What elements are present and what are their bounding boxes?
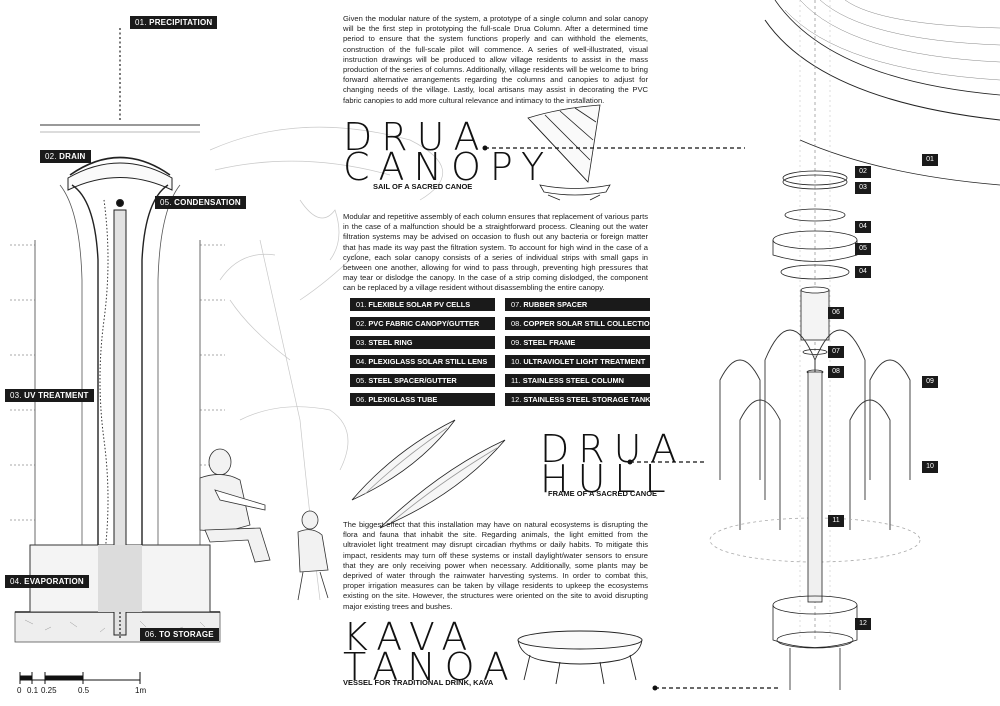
- scale-tick: 0.5: [78, 686, 90, 695]
- part-tag: 11: [828, 515, 844, 527]
- legend-item: 09. STEEL FRAME: [505, 336, 650, 349]
- intro-paragraph: Given the modular nature of the system, …: [343, 14, 648, 105]
- leader-lines: [485, 147, 780, 689]
- legend-item: 03. STEEL RING: [350, 336, 495, 349]
- part-tag: 07: [828, 346, 844, 358]
- scale-tick: 0: [17, 686, 22, 695]
- scale-tick: 1m: [135, 686, 147, 695]
- ecosystem-paragraph: The biggest effect that this installatio…: [343, 520, 648, 611]
- canopy-subtitle: SAIL OF A SACRED CANOE: [373, 182, 473, 191]
- legend-item: 04. PLEXIGLASS SOLAR STILL LENS: [350, 355, 495, 368]
- part-tag: 05: [855, 243, 871, 255]
- hull-title-line1: DRUA: [540, 427, 686, 471]
- legend-item: 10. ULTRAVIOLET LIGHT TREATMENT: [505, 355, 650, 368]
- legend-item: 02. PVC FABRIC CANOPY/GUTTER: [350, 317, 495, 330]
- label-to-storage: 06. TO STORAGE: [140, 628, 219, 641]
- maintenance-paragraph: Modular and repetitive assembly of each …: [343, 212, 648, 293]
- part-tag: 12: [855, 618, 871, 630]
- scale-bar-graphic: [19, 672, 141, 684]
- column-section: [10, 28, 225, 643]
- part-tag: 09: [922, 376, 938, 388]
- scale-tick: 0.1: [27, 686, 39, 695]
- hull-sketch: [351, 419, 506, 529]
- part-tag: 04: [855, 266, 871, 278]
- part-tag: 08: [828, 366, 844, 378]
- label-drain: 02. DRAIN: [40, 150, 91, 163]
- scale-tick: 0.25: [41, 686, 57, 695]
- people-outline: [199, 448, 329, 601]
- part-tag: 02: [855, 166, 871, 178]
- kava-bowl-sketch: [517, 630, 643, 685]
- hull-subtitle: FRAME OF A SACRED CANOE: [548, 489, 658, 498]
- kava-title-line1: KAVA: [343, 615, 477, 659]
- label-condensation: 05. CONDENSATION: [155, 196, 246, 209]
- kava-title-line2: TANOA: [343, 645, 518, 689]
- part-tag: 01: [922, 154, 938, 166]
- legend-item: 06. PLEXIGLASS TUBE: [350, 393, 495, 406]
- kava-subtitle: VESSEL FOR TRADITIONAL DRINK, KAVA: [343, 678, 494, 687]
- exploded-assembly: [709, 0, 1000, 690]
- label-evaporation: 04. EVAPORATION: [5, 575, 89, 588]
- legend-item: 12. STAINLESS STEEL STORAGE TANK: [505, 393, 651, 406]
- legend-item: 07. RUBBER SPACER: [505, 298, 650, 311]
- label-uv-treatment: 03. UV TREATMENT: [5, 389, 94, 402]
- canopy-title-line2: CANOPY: [343, 145, 554, 189]
- legend-item: 05. STEEL SPACER/GUTTER: [350, 374, 495, 387]
- label-precipitation: 01. PRECIPITATION: [130, 16, 218, 29]
- legend-item: 11. STAINLESS STEEL COLUMN: [505, 374, 650, 387]
- part-tag: 10: [922, 461, 938, 473]
- legend-item: 08. COPPER SOLAR STILL COLLECTION: [505, 317, 655, 330]
- canopy-title-line1: DRUA: [343, 115, 489, 159]
- canoe-sail-sketch: [527, 104, 611, 201]
- legend-item: 01. FLEXIBLE SOLAR PV CELLS: [350, 298, 495, 311]
- part-tag: 06: [828, 307, 844, 319]
- hull-title-line2: HULL: [540, 457, 675, 501]
- tree-sketch: [209, 126, 444, 601]
- part-tag: 03: [855, 182, 871, 194]
- part-tag: 04: [855, 221, 871, 233]
